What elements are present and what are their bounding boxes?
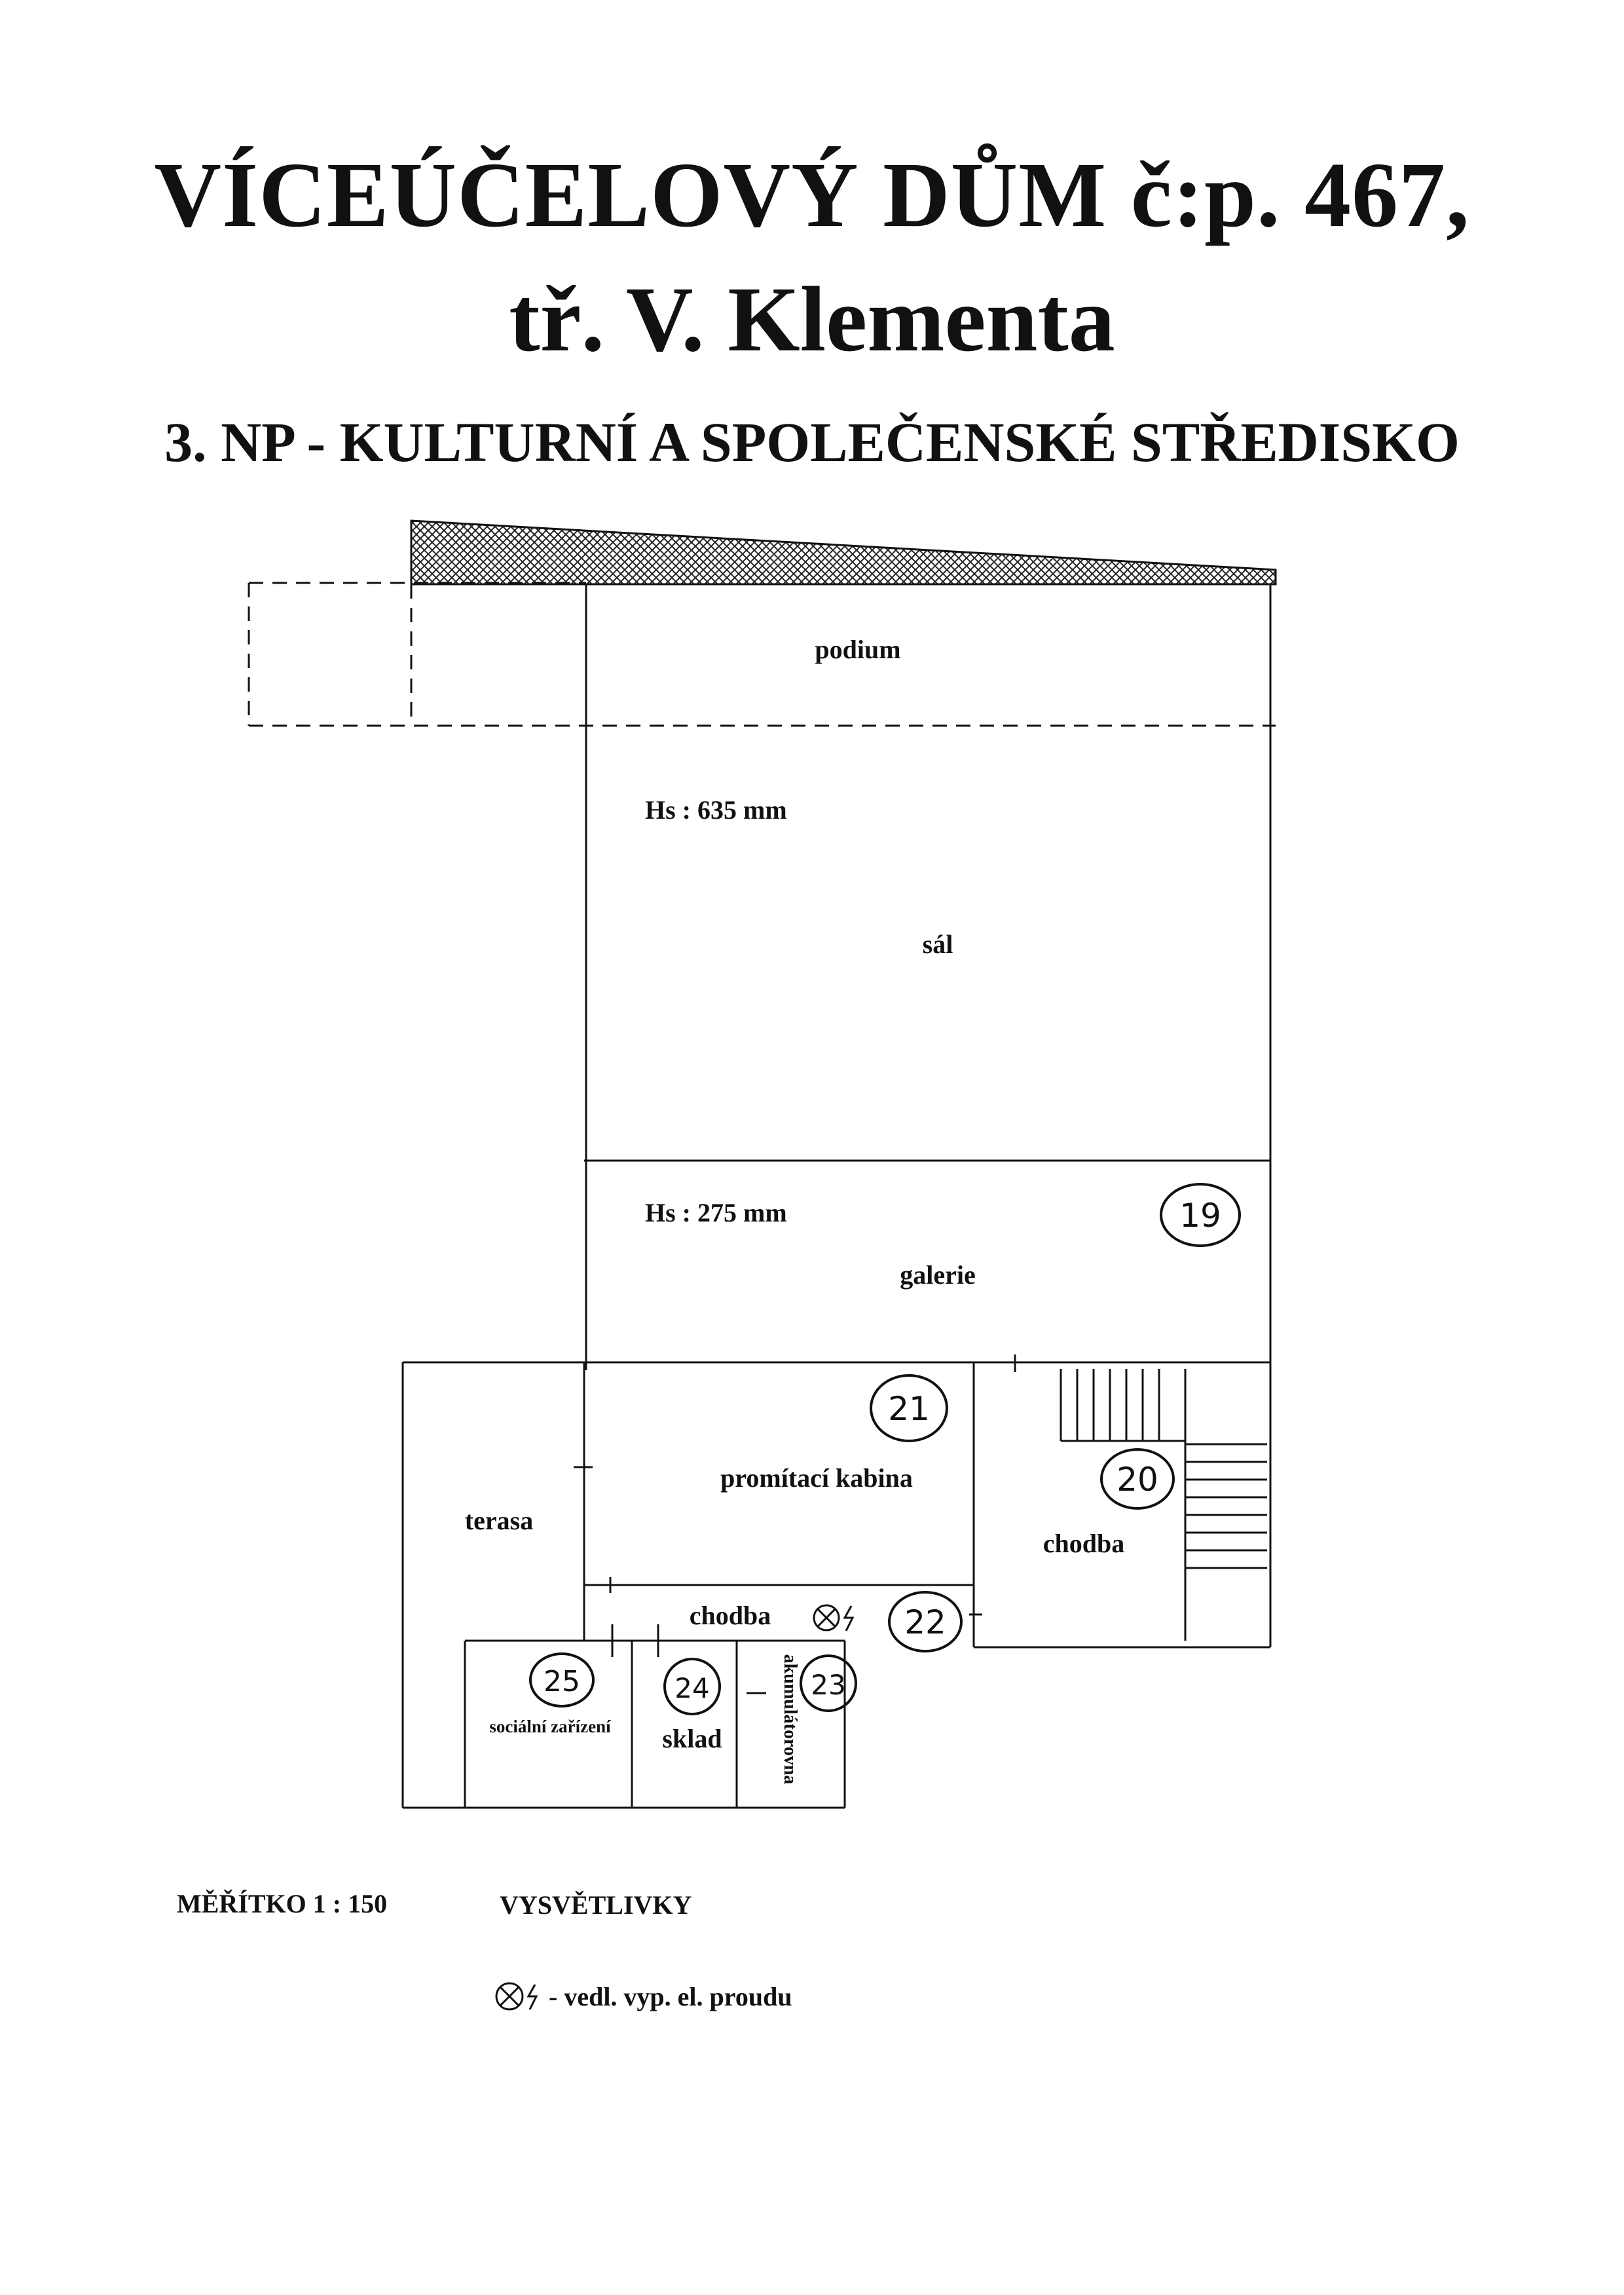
room-number-24: 24 (674, 1672, 709, 1704)
room-number-23: 23 (811, 1669, 845, 1701)
room-number-22: 22 (904, 1603, 946, 1641)
crossed-circle-lightning-icon (495, 1982, 538, 2011)
label-promitaci-kabina: promítací kabina (720, 1463, 913, 1493)
title-line-1: VÍCEÚČELOVÝ DŮM č:p. 467, (154, 143, 1470, 246)
label-socialni-zarizeni: sociální zařízení (489, 1717, 611, 1736)
label-chodba-lower: chodba (690, 1601, 771, 1630)
stairs (1076, 1369, 1267, 1569)
label-sal-height: Hs : 635 mm (645, 795, 787, 825)
dashed-outlines (248, 582, 1276, 1808)
door-marks (574, 1354, 1016, 1694)
room-number-20: 20 (1116, 1461, 1158, 1499)
room-number-21: 21 (888, 1390, 930, 1428)
label-chodba-upper: chodba (1043, 1529, 1125, 1558)
label-terasa: terasa (465, 1506, 533, 1535)
label-akumulatorovna: akumulátorovna (780, 1654, 800, 1785)
label-sal: sál (923, 929, 953, 959)
hatched-wall (410, 519, 1277, 586)
legend-title: VYSVĚTLIVKY (500, 1890, 692, 1920)
crossed-circle-lightning-icon (813, 1604, 855, 1632)
room-number-19: 19 (1179, 1197, 1221, 1235)
legend-item-text: - vedl. vyp. el. proudu (549, 1982, 792, 2011)
title-line-2: tř. V. Klementa (509, 267, 1115, 371)
label-galerie: galerie (900, 1260, 976, 1290)
room-number-circles (529, 1183, 1241, 1715)
label-podium: podium (815, 635, 900, 664)
room-number-25: 25 (544, 1665, 580, 1698)
subtitle: 3. NP - KULTURNÍ A SPOLEČENSKÉ STŘEDISKO (164, 411, 1460, 474)
scale-note: MĚŘÍTKO 1 : 150 (177, 1889, 388, 1918)
walls (401, 583, 1276, 1809)
label-sklad: sklad (662, 1724, 722, 1753)
label-galerie-height: Hs : 275 mm (645, 1198, 787, 1227)
